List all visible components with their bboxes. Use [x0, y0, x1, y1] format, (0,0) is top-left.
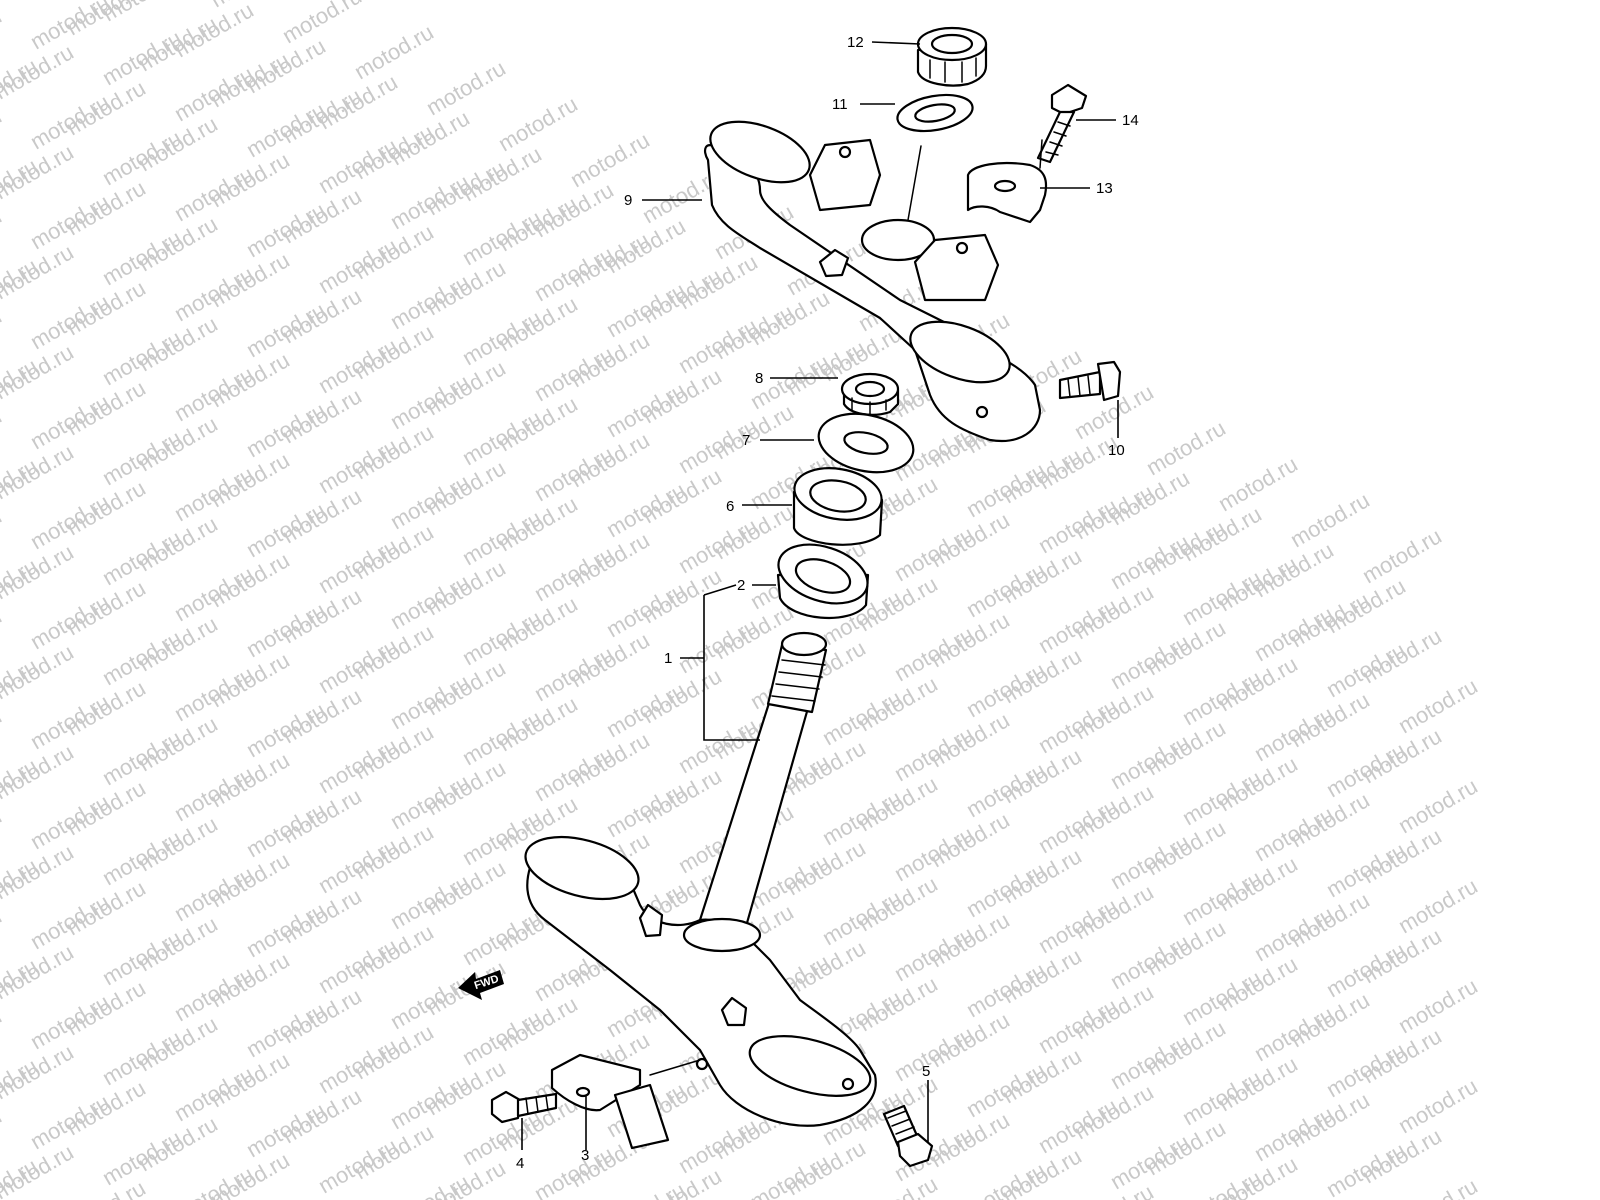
lower-pinch-bolt — [882, 1104, 934, 1168]
callout-2: 2 — [737, 577, 745, 594]
stem-nut — [840, 372, 900, 416]
callout-13: 13 — [1096, 180, 1113, 197]
upper-bearing — [792, 467, 884, 546]
washer — [896, 93, 974, 221]
callout-14: 14 — [1122, 112, 1139, 129]
callout-7: 7 — [742, 432, 750, 449]
callout-11: 11 — [832, 96, 848, 113]
upper-clamp-bolt — [1036, 83, 1088, 164]
brake-hose-guide — [550, 1053, 701, 1150]
callout-12: 12 — [847, 34, 864, 51]
callout-10: 10 — [1108, 442, 1125, 459]
top-nut — [916, 26, 988, 87]
steering-stem — [698, 631, 828, 932]
fwd-arrow: FWD — [458, 970, 504, 1000]
handlebar-holder — [966, 139, 1048, 224]
lock-washer — [817, 412, 915, 474]
callout-9: 9 — [624, 192, 632, 209]
callout-5: 5 — [922, 1063, 930, 1080]
callout-3: 3 — [581, 1147, 589, 1164]
upper-bracket — [704, 120, 1042, 443]
callout-1: 1 — [664, 650, 672, 667]
lower-bracket — [524, 835, 877, 1127]
callout-6: 6 — [726, 498, 734, 515]
callout-8: 8 — [755, 370, 763, 387]
leader-lines — [521, 41, 1119, 1150]
upper-pinch-bolt — [1058, 360, 1122, 402]
guide-bolt — [490, 1090, 558, 1124]
lower-bearing — [776, 543, 870, 620]
callout-4: 4 — [516, 1155, 524, 1172]
callouts: 12 11 14 13 9 10 8 7 6 2 1 4 3 5 — [516, 34, 1139, 1172]
